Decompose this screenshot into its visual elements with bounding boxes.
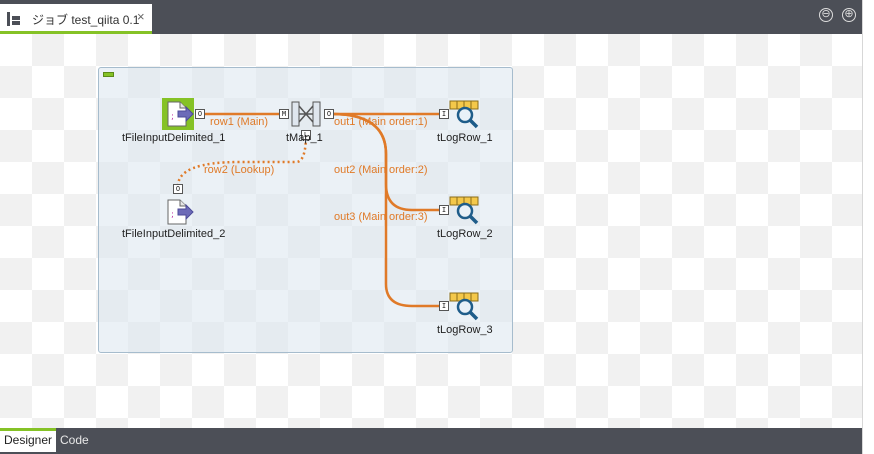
job-icon [7, 12, 20, 26]
component-label: tMap_1 [286, 132, 323, 144]
svg-text:;: ; [171, 112, 174, 122]
input-port[interactable]: I [439, 109, 449, 119]
output-port[interactable]: O [173, 184, 183, 194]
designer-canvas[interactable]: row1 (Main) row2 (Lookup) out1 (Main ord… [0, 34, 862, 428]
output-port[interactable]: O [324, 109, 334, 119]
minimize-icon[interactable]: ⊖ [819, 8, 833, 22]
link-label-out3: out3 (Main order:3) [334, 211, 428, 223]
tab-code[interactable]: Code [60, 433, 89, 447]
main-input-port[interactable]: M [279, 109, 289, 119]
tlogrow-2[interactable] [448, 194, 480, 226]
link-label-row1: row1 (Main) [210, 116, 269, 128]
job-tab-title: ジョブ test_qiita 0.1 [32, 13, 140, 27]
component-label: tFileInputDelimited_2 [122, 228, 226, 240]
maximize-icon[interactable]: ⊕ [842, 8, 856, 22]
tmap-1[interactable] [290, 98, 322, 130]
lookup-input-port[interactable]: L [301, 130, 311, 140]
file-input-icon: ; [167, 199, 194, 225]
link-out3 [331, 112, 440, 308]
component-label: tFileInputDelimited_1 [122, 132, 226, 144]
component-label: tLogRow_3 [437, 324, 493, 336]
editor-tab-bar: ジョブ test_qiita 0.1 × ⊖ ⊕ [0, 0, 862, 34]
tlogrow-1[interactable] [448, 98, 480, 130]
component-label: tLogRow_1 [437, 132, 493, 144]
tmap-icon [291, 101, 321, 127]
link-label-row2: row2 (Lookup) [204, 164, 275, 176]
close-icon[interactable]: × [137, 9, 145, 24]
right-scroll-edge [862, 0, 874, 454]
tab-designer[interactable]: Designer [0, 428, 57, 452]
input-port[interactable]: I [439, 301, 449, 311]
tfileinputdelimited-1[interactable]: ; [162, 98, 194, 130]
editor-bottom-tabs: Designer Code [0, 428, 862, 454]
link-label-out1: out1 (Main order:1) [334, 116, 428, 128]
tlogrow-3[interactable] [448, 290, 480, 322]
connection-lines [176, 112, 440, 308]
input-port[interactable]: I [439, 205, 449, 215]
log-row-icon [449, 100, 479, 129]
link-label-out2: out2 (Main order:2) [334, 164, 428, 176]
log-row-icon [449, 292, 479, 321]
link-row2 [176, 133, 308, 187]
file-input-icon: ; [167, 101, 194, 127]
job-editor-tab[interactable]: ジョブ test_qiita 0.1 × [0, 4, 152, 34]
svg-text:;: ; [171, 210, 174, 220]
subjob-collapse-toggle[interactable] [103, 72, 114, 77]
output-port[interactable]: O [195, 109, 205, 119]
component-label: tLogRow_2 [437, 228, 493, 240]
log-row-icon [449, 196, 479, 225]
tfileinputdelimited-2[interactable]: ; [162, 196, 194, 228]
